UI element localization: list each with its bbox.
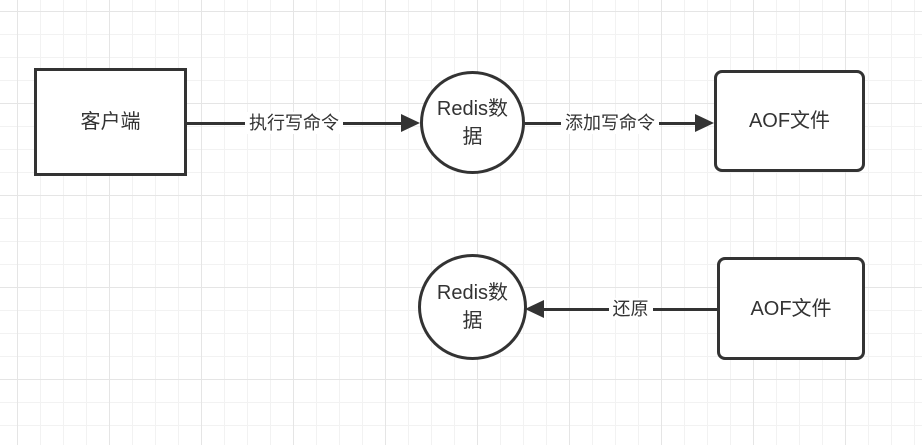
redis-data-node-bottom: Redis数据 [418, 254, 527, 360]
arrowhead-left-icon [525, 300, 544, 318]
client-node: 客户端 [34, 68, 187, 176]
edge-line [544, 307, 609, 311]
edge-execute-label: 执行写命令 [245, 112, 343, 134]
edge-line [343, 121, 401, 125]
redis-data-node-top-label: Redis数据 [436, 97, 509, 148]
arrowhead-right-icon [401, 114, 420, 132]
redis-data-node-top: Redis数据 [420, 71, 525, 174]
redis-data-node-bottom-label: Redis数据 [436, 282, 509, 332]
edge-restore: 还原 [525, 297, 717, 321]
aof-file-node-bottom-label: AOF文件 [750, 297, 832, 320]
aof-file-node-top-label: AOF文件 [748, 110, 831, 132]
edge-line [525, 121, 561, 125]
edge-execute-write-command: 执行写命令 [187, 111, 420, 135]
edge-line [652, 307, 717, 311]
edge-line [659, 121, 695, 125]
aof-file-node-bottom: AOF文件 [717, 257, 865, 360]
arrowhead-right-icon [695, 114, 714, 132]
client-node-label: 客户端 [80, 111, 141, 133]
edge-append-write-command: 添加写命令 [525, 111, 714, 135]
aof-file-node-top: AOF文件 [714, 70, 865, 172]
edge-line [187, 121, 245, 125]
edge-restore-label: 还原 [608, 298, 653, 320]
edge-append-label: 添加写命令 [561, 112, 659, 134]
